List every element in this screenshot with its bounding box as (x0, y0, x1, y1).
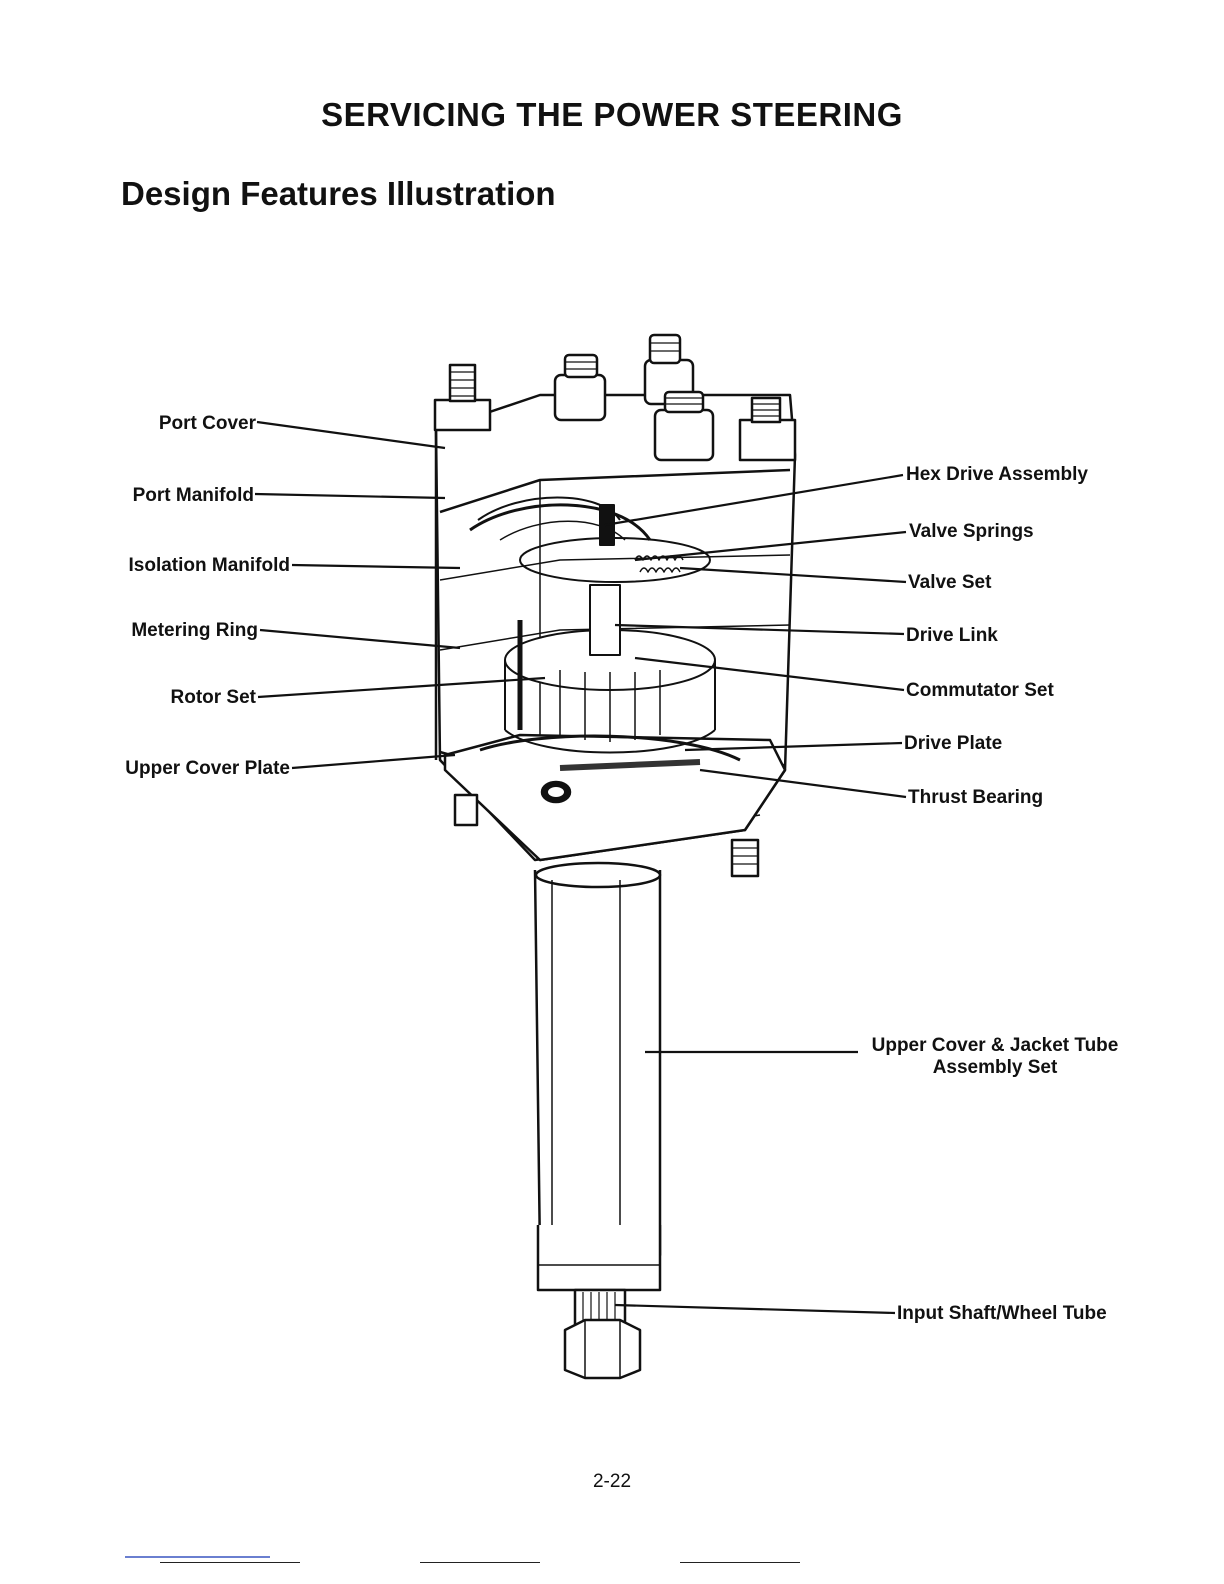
callout-jacket-line2: Assembly Set (932, 1057, 1058, 1078)
callout-port-manifold: Port Manifold (132, 485, 254, 506)
callout-port-cover: Port Cover (158, 413, 256, 434)
footer-rule (160, 1562, 300, 1563)
callout-upper-cover-plate: Upper Cover Plate (125, 758, 290, 779)
footer-rule (420, 1562, 540, 1563)
callout-thrust-bearing: Thrust Bearing (908, 787, 1044, 808)
callout-drive-link: Drive Link (906, 625, 998, 646)
page-number: 2-22 (592, 1471, 632, 1492)
input-shaft (563, 1288, 642, 1380)
callout-commutator-set: Commutator Set (906, 680, 1054, 701)
callout-input-shaft: Input Shaft/Wheel Tube (897, 1303, 1107, 1324)
callout-valve-set: Valve Set (908, 572, 992, 593)
callout-rotor-set: Rotor Set (170, 687, 257, 708)
section-title: Design Features Illustration (121, 175, 556, 212)
callout-metering-ring: Metering Ring (131, 620, 258, 641)
callout-drive-plate: Drive Plate (904, 733, 1003, 754)
callout-isolation-manifold: Isolation Manifold (128, 555, 291, 576)
callout-valve-springs: Valve Springs (909, 521, 1034, 542)
leader-lines (254, 420, 907, 1315)
callout-jacket-tube: Upper Cover & Jacket Tube Assembly Set (860, 1035, 1130, 1079)
footer-rule-link (125, 1556, 270, 1558)
callout-hex-drive-assembly: Hex Drive Assembly (906, 464, 1089, 485)
callout-jacket-line1: Upper Cover & Jacket Tube (871, 1035, 1119, 1056)
bolt-studs (433, 363, 797, 878)
page-title: SERVICING THE POWER STEERING (321, 96, 903, 133)
footer-rule (680, 1562, 800, 1563)
jacket-tube (533, 861, 662, 1292)
port-fittings (553, 333, 715, 462)
